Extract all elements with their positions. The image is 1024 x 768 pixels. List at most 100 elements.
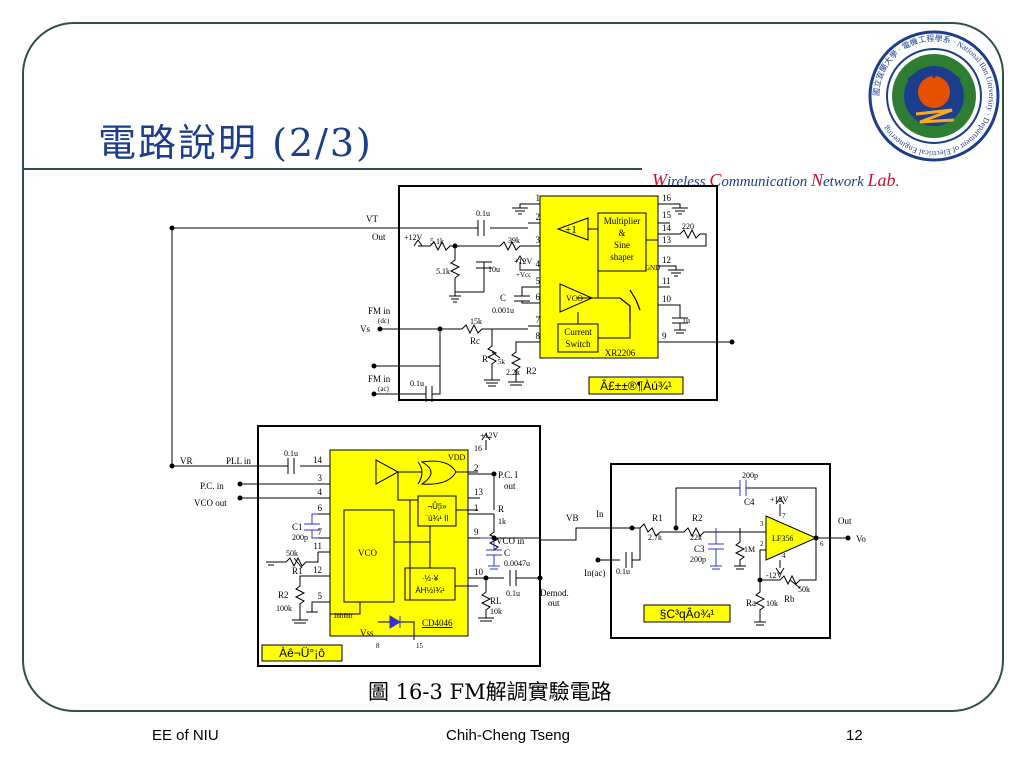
vco-label: VCO (566, 294, 583, 303)
demod-to-vb-wire (540, 527, 620, 541)
multiplier-label: Sine (614, 240, 630, 250)
input-amp-triangle (375, 459, 400, 485)
r1-label: R1 (292, 566, 303, 576)
vco-block (343, 509, 395, 603)
multiplier-label: & (618, 228, 625, 238)
c4-label: C4 (744, 497, 755, 507)
pin-label: 13 (474, 487, 484, 497)
vt-label: VT (366, 214, 378, 224)
multiplier-label: shaper (610, 252, 634, 262)
pin-label: 1 (536, 193, 541, 203)
pin-label: 9 (474, 527, 479, 537)
pin-label: 10 (474, 567, 484, 577)
pin-label: 4 (782, 552, 786, 560)
switch-label: Current (564, 327, 592, 337)
fm-in-dc-label: FM in (368, 306, 391, 316)
xr2206-note-box (588, 376, 684, 395)
resistor-value: 5.1k (436, 267, 450, 276)
c3-label: C3 (694, 544, 705, 554)
rc-label: Rc (470, 336, 480, 346)
resistor-value: 5.1k (430, 237, 444, 246)
pin-label: 7 (536, 315, 541, 325)
xr2206-note: Â£±±®¶Àú¾¹ (600, 378, 672, 393)
ra-label: Ra (746, 598, 756, 608)
pin-label: 14 (313, 455, 323, 465)
source-follower-label: ·½·¥ (422, 574, 439, 583)
vcc-label: +Vcc (516, 271, 531, 279)
pc1-out-label: out (504, 481, 516, 491)
source-follower-block (404, 567, 456, 601)
pin-label: 16 (662, 193, 672, 203)
cd4046-note: Àê¬Ü°¡ô (279, 645, 325, 660)
resistor-value: 100k (276, 604, 292, 613)
capacitor-value: 0.1u (476, 209, 490, 218)
capacitor-value: 1u (682, 316, 690, 325)
minus12v-label: -12V (766, 571, 783, 580)
footer-center: Chih-Cheng Tseng (446, 727, 570, 744)
filter-note-box (643, 604, 731, 623)
lab-name: Wireless Communication Network Lab. (652, 170, 900, 190)
resistor-value: 39k (508, 236, 520, 245)
multiplier-label: Multiplier (604, 216, 641, 226)
gnd-label: GND (645, 264, 660, 272)
pin-label: 15 (416, 642, 424, 650)
filter-note: §C³qÂo¾¹ (660, 606, 715, 621)
pin-label: 8 (536, 331, 541, 341)
multiplier-block (597, 212, 647, 272)
lowpass-filter-circuit: VB In In(ac) 0.1u R1 2.7k R2 22k C3 200p… (566, 471, 866, 626)
dc-label: (dc) (378, 317, 390, 325)
fm-ac-wire (374, 329, 441, 402)
capacitor-value: 0.1u (506, 589, 520, 598)
resistor-value: 1M (744, 545, 755, 554)
r-label: R (498, 504, 504, 514)
pin-label: 3 (318, 473, 323, 483)
resistor-value: 2.7k (648, 533, 662, 542)
capacitor-value: 200p (742, 471, 758, 480)
resistor-value: 50k (286, 549, 298, 558)
xor-gate (420, 460, 457, 485)
ac-label: (ac) (378, 385, 390, 393)
pin-label: 13 (662, 235, 672, 245)
demod-label: Demod. (540, 588, 569, 598)
buffer-label: +1 (565, 224, 577, 236)
resistor-value: 10k (766, 599, 778, 608)
capacitor-value: 0.1u (616, 567, 630, 576)
pin-label: 2 (536, 212, 541, 222)
rl-label: RL (490, 596, 502, 606)
slide-frame (22, 22, 1004, 712)
r2-label: R2 (526, 366, 537, 376)
in-label: In (596, 509, 604, 519)
xr2206-circuit: 1 2 3 4 5 6 7 8 16 15 14 13 12 11 10 9 +… (169, 193, 735, 466)
footer-left: EE of NIU (152, 727, 219, 744)
figure-caption: 圖 16-3 FM解調實驗電路 (368, 680, 612, 704)
pin-label: 10 (662, 294, 672, 304)
resistor-value: 22k (690, 533, 702, 542)
pin-label: 5 (318, 591, 323, 601)
vs-wire (380, 323, 528, 335)
vco-in-label: VCO in (496, 536, 525, 546)
xr2206-box (398, 185, 718, 401)
inhibit-label: Inhibit (334, 612, 353, 620)
opamp-label: LF356 (772, 534, 793, 543)
resistor-value: 15k (470, 317, 482, 326)
resistor-value: 10k (490, 607, 502, 616)
pin-label: 6 (820, 540, 824, 548)
out-label: Out (838, 516, 852, 526)
footer-page-number: 12 (846, 727, 863, 744)
pin-label: 6 (318, 503, 323, 513)
pin-label: 2 (760, 540, 764, 548)
cd4046-note-box (261, 644, 343, 662)
c1-label: C1 (292, 522, 303, 532)
r2-label: R2 (692, 513, 703, 523)
pin-label: 15 (662, 210, 672, 220)
vco-out-label: VCO out (194, 498, 227, 508)
resistor-value: 50k (798, 585, 810, 594)
capacitor-value: 10u (488, 265, 500, 274)
capacitor-value: 0.1u (410, 379, 424, 388)
lf356-opamp (765, 515, 818, 561)
vss-label: Vss (360, 628, 374, 638)
pin-label: 4 (536, 259, 541, 269)
resistor-value: 1k (498, 517, 506, 526)
r-label: R (482, 354, 488, 364)
filter-box (610, 463, 831, 639)
